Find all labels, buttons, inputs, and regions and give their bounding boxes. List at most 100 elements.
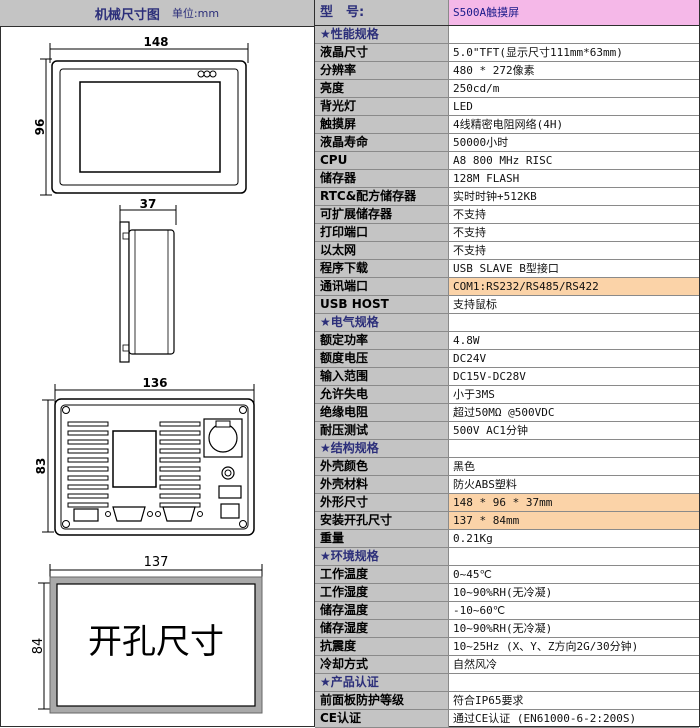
cutout-width-label: 137 — [144, 555, 169, 570]
spec-row: 冷却方式自然风冷 — [315, 656, 699, 674]
spec-value — [449, 548, 699, 565]
spec-key: 工作温度 — [315, 566, 449, 583]
spec-key: 可扩展储存器 — [315, 206, 449, 223]
side-depth-label: 37 — [140, 197, 157, 211]
front-screen — [79, 81, 221, 173]
spec-row: 以太网不支持 — [315, 242, 699, 260]
spec-key: 储存器 — [315, 170, 449, 187]
spec-value: USB SLAVE B型接口 — [453, 262, 559, 275]
section-title: ★性能规格 — [315, 26, 449, 43]
spec-row: 可扩展储存器不支持 — [315, 206, 699, 224]
spec-value: DC24V — [453, 352, 487, 365]
spec-section-row: ★产品认证 — [315, 674, 699, 692]
spec-value — [449, 674, 699, 691]
spec-value: -10~60℃ — [453, 604, 506, 617]
spec-value: 10~90%RH(无冷凝) — [453, 622, 553, 635]
spec-value: A8 800 MHz RISC — [453, 154, 553, 167]
spec-value: 0.21Kg — [453, 532, 493, 545]
spec-row: 液晶寿命 50000小时 — [315, 134, 699, 152]
back-height-label: 83 — [34, 458, 48, 475]
spec-row: 工作温度 0~45℃ — [315, 566, 699, 584]
drawing-header: 机械尺寸图 单位:mm — [0, 0, 314, 27]
spec-key: 工作湿度 — [315, 584, 449, 601]
spec-row: 额度电压 DC24V — [315, 350, 699, 368]
spec-value: 10~25Hz (X、Y、Z方向2G/30分钟) — [453, 640, 639, 653]
spec-row: 耐压测试 500V AC1分钟 — [315, 422, 699, 440]
spec-row: CE认证通过CE认证 (EN61000-6-2:200S) — [315, 710, 699, 728]
spec-value: 500V AC1分钟 — [453, 424, 528, 437]
front-view: 148 96 — [33, 35, 249, 196]
spec-section-row: ★电气规格 — [315, 314, 699, 332]
mechanical-drawings: 148 96 37 136 — [31, 35, 263, 714]
cutout-opening — [56, 583, 256, 707]
spec-value: 10~90%RH(无冷凝) — [453, 586, 553, 599]
spec-value: 不支持 — [453, 226, 486, 239]
spec-value: 148 * 96 * 37mm — [449, 494, 699, 511]
back-width-label: 136 — [142, 376, 167, 390]
spec-key: 冷却方式 — [315, 656, 449, 673]
spec-section-row: ★结构规格 — [315, 440, 699, 458]
spec-value: 5.0"TFT(显示尺寸111mm*63mm) — [453, 46, 623, 59]
spec-key: 外壳颜色 — [315, 458, 449, 475]
spec-row: 允许失电小于3MS — [315, 386, 699, 404]
spec-key: 通讯端口 — [315, 278, 449, 295]
spec-value: 4线精密电阻网络(4H) — [453, 118, 564, 131]
drawing-unit: 单位:mm — [171, 7, 220, 20]
spec-value: 实时时钟+512KB — [453, 190, 537, 203]
spec-key: 触摸屏 — [315, 116, 449, 133]
back-view: 136 83 — [34, 376, 255, 536]
spec-key: 允许失电 — [315, 386, 449, 403]
spec-value: DC15V-DC28V — [453, 370, 526, 383]
spec-key: 安装开孔尺寸 — [315, 512, 449, 529]
spec-key: 额度电压 — [315, 350, 449, 367]
spec-value: 符合IP65要求 — [453, 694, 524, 707]
spec-row: 前面板防护等级符合IP65要求 — [315, 692, 699, 710]
spec-value: 0~45℃ — [453, 568, 492, 581]
front-width-label: 148 — [143, 35, 168, 49]
spec-key: 耐压测试 — [315, 422, 449, 439]
spec-value: 250cd/m — [453, 82, 500, 95]
spec-value: 137 * 84mm — [449, 512, 699, 529]
spec-key: 输入范围 — [315, 368, 449, 385]
model-value: S500A触摸屏 — [449, 0, 699, 25]
spec-key: 分辨率 — [315, 62, 449, 79]
cutout-height-label: 84 — [31, 638, 46, 655]
spec-section-row: ★环境规格 — [315, 548, 699, 566]
spec-key: 绝缘电阻 — [315, 404, 449, 421]
spec-row: 打印端口不支持 — [315, 224, 699, 242]
spec-value: 超过50MΩ @500VDC — [453, 406, 555, 419]
spec-key: 额定功率 — [315, 332, 449, 349]
spec-key: 打印端口 — [315, 224, 449, 241]
spec-value: 防火ABS塑料 — [453, 478, 517, 491]
front-height-label: 96 — [33, 119, 47, 136]
spec-key: 背光灯 — [315, 98, 449, 115]
spec-value: 支持鼠标 — [453, 298, 497, 311]
spec-row: 背光灯 LED — [315, 98, 699, 116]
spec-value: 黑色 — [453, 460, 475, 473]
spec-key: 液晶寿命 — [315, 134, 449, 151]
spec-value: 通过CE认证 (EN61000-6-2:200S) — [453, 712, 637, 725]
spec-value: 不支持 — [453, 244, 486, 257]
spec-key: 储存温度 — [315, 602, 449, 619]
spec-value — [449, 440, 699, 457]
spec-value: 不支持 — [453, 208, 486, 221]
spec-row: 输入范围 DC15V-DC28V — [315, 368, 699, 386]
spec-value: 50000小时 — [453, 136, 509, 149]
spec-row: 绝缘电阻超过50MΩ @500VDC — [315, 404, 699, 422]
spec-value: LED — [453, 100, 473, 113]
section-title: ★结构规格 — [315, 440, 449, 457]
spec-value: COM1:RS232/RS485/RS422 — [449, 278, 699, 295]
spec-row: 外壳材料防火ABS塑料 — [315, 476, 699, 494]
